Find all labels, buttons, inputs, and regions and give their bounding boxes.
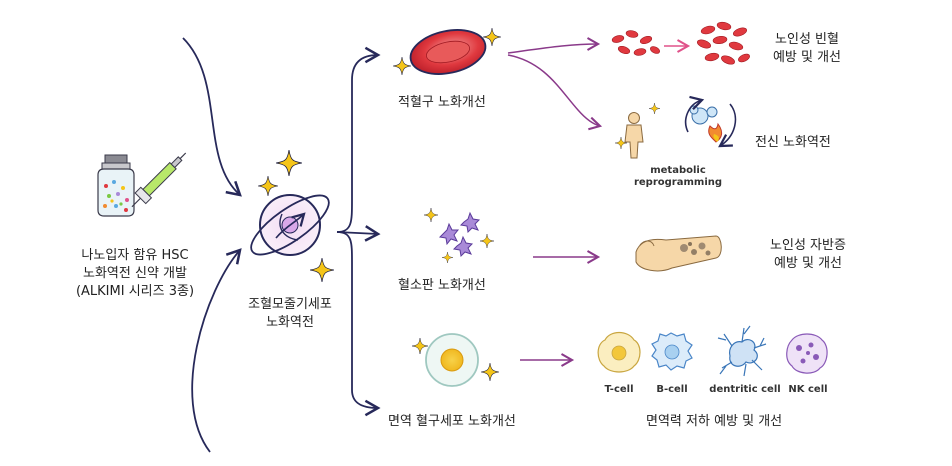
nk-cell-label: NK cell xyxy=(788,384,828,395)
metabolic-cycle-icon xyxy=(684,95,737,148)
anemia-outcome-line2: 예방 및 개선 xyxy=(772,50,842,65)
fanout-lower-arrow xyxy=(336,231,381,417)
bruised-arm-icon xyxy=(635,235,722,272)
sparkle-icon xyxy=(393,57,411,75)
product-label: 나노입자 함유 HSC 노화역전 신약 개발 (ALKIMI 시리즈 3종) xyxy=(60,247,210,301)
t-cell-label: T-cell xyxy=(604,384,634,395)
rbc-arrow-anemia xyxy=(507,37,601,54)
whole-body-outcome-label: 전신 노화역전 xyxy=(755,135,831,150)
metabolic-line1: metabolic xyxy=(650,165,706,176)
vial-syringe-icon xyxy=(97,152,187,217)
immune-branch-title: 면역 혈구세포 노화개선 xyxy=(388,414,516,429)
platelet-icon xyxy=(438,211,481,258)
sparkle-icon xyxy=(424,208,438,222)
sparkle-icon xyxy=(412,338,428,354)
bracket-upper-curve xyxy=(182,37,242,197)
product-label-line1: 나노입자 함유 HSC xyxy=(81,248,189,263)
purpura-outcome-label: 노인성 자반증 예방 및 개선 xyxy=(753,237,863,273)
t-cell-icon xyxy=(597,331,641,373)
dendritic-cell-label: dentritic cell xyxy=(709,384,781,395)
red-blood-cells-icon xyxy=(697,21,750,65)
b-cell-icon xyxy=(651,332,693,371)
metabolic-line2: reprogramming xyxy=(633,177,723,188)
metabolic-reprogramming-label: metabolic reprogramming xyxy=(628,165,728,189)
sparkle-icon xyxy=(258,176,278,196)
nk-cell-icon xyxy=(786,333,828,374)
immune-outcome-label: 면역력 저하 예방 및 개선 xyxy=(646,414,783,429)
red-blood-cell-icon xyxy=(409,29,487,75)
bracket-lower-curve xyxy=(191,248,242,453)
purpura-outcome-line1: 노인성 자반증 xyxy=(770,238,846,253)
sparkle-icon xyxy=(310,258,334,282)
rbc-arrow-metabolic xyxy=(507,54,603,131)
platelet-branch-title: 혈소판 노화개선 xyxy=(398,278,486,293)
rbc-branch-title: 적혈구 노화개선 xyxy=(398,95,486,110)
fanout-brace xyxy=(336,46,381,233)
dendritic-cell-icon xyxy=(717,325,767,377)
stem-cell-label: 조혈모줄기세포 노화역전 xyxy=(225,296,355,332)
sparkle-icon xyxy=(442,252,453,263)
sparkle-icon xyxy=(649,103,660,114)
small-rbc-cluster-icon xyxy=(611,30,661,56)
sparkle-icon xyxy=(481,363,499,381)
immune-cell-icon xyxy=(425,333,479,387)
product-label-line2: 노화역전 신약 개발 xyxy=(83,266,187,281)
purpura-outcome-line2: 예방 및 개선 xyxy=(773,256,843,271)
sparkle-icon xyxy=(480,234,494,248)
sparkle-icon xyxy=(276,150,302,176)
stem-cell-label-line1: 조혈모줄기세포 xyxy=(248,297,332,312)
b-cell-label: B-cell xyxy=(656,384,688,395)
product-label-line3: (ALKIMI 시리즈 3종) xyxy=(75,284,195,299)
stem-cell-label-line2: 노화역전 xyxy=(266,315,314,330)
human-figure-icon xyxy=(624,112,644,159)
anemia-outcome-label: 노인성 빈혈 예방 및 개선 xyxy=(762,31,852,67)
stem-cell-icon xyxy=(250,194,330,256)
anemia-outcome-line1: 노인성 빈혈 xyxy=(775,32,839,47)
